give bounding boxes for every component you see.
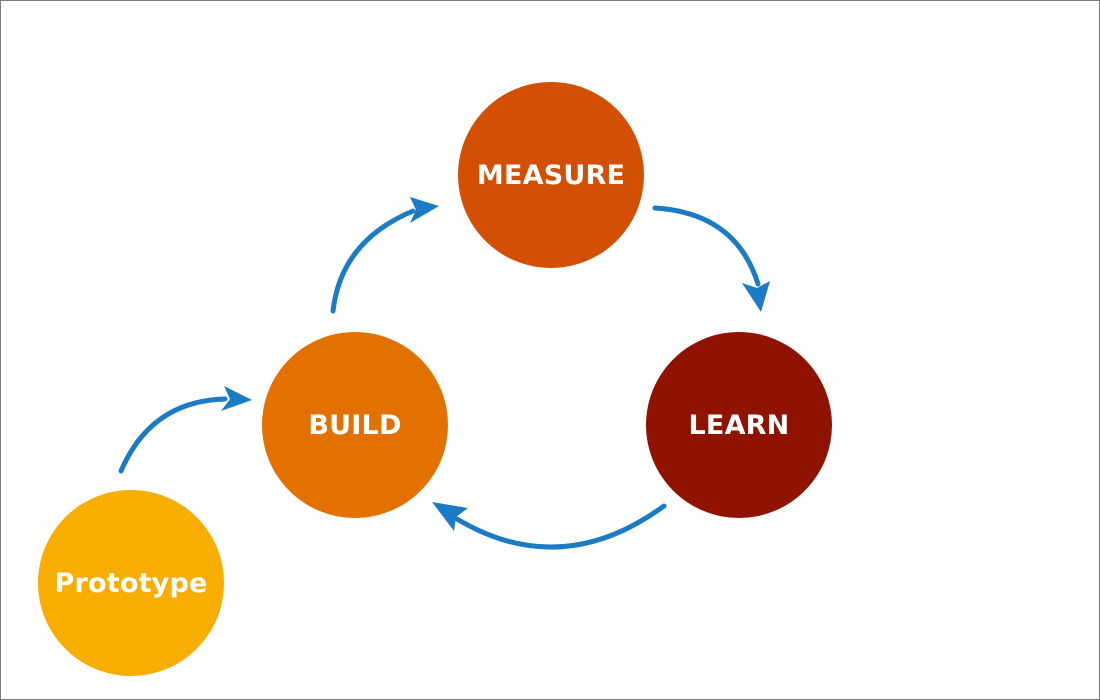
node-prototype: Prototype — [38, 490, 224, 676]
node-learn: LEARN — [646, 332, 832, 518]
node-learn-label: LEARN — [688, 409, 790, 441]
arrow-measure-to-learn — [652, 205, 770, 312]
arrow-learn-to-build — [432, 502, 667, 550]
node-build-label: BUILD — [308, 409, 402, 441]
node-build: BUILD — [262, 332, 448, 518]
node-prototype-label: Prototype — [54, 567, 208, 599]
node-measure: MEASURE — [458, 82, 644, 268]
arrow-build-to-measure — [330, 197, 439, 314]
node-measure-label: MEASURE — [476, 159, 626, 191]
arrow-prototype-to-build — [118, 386, 252, 474]
